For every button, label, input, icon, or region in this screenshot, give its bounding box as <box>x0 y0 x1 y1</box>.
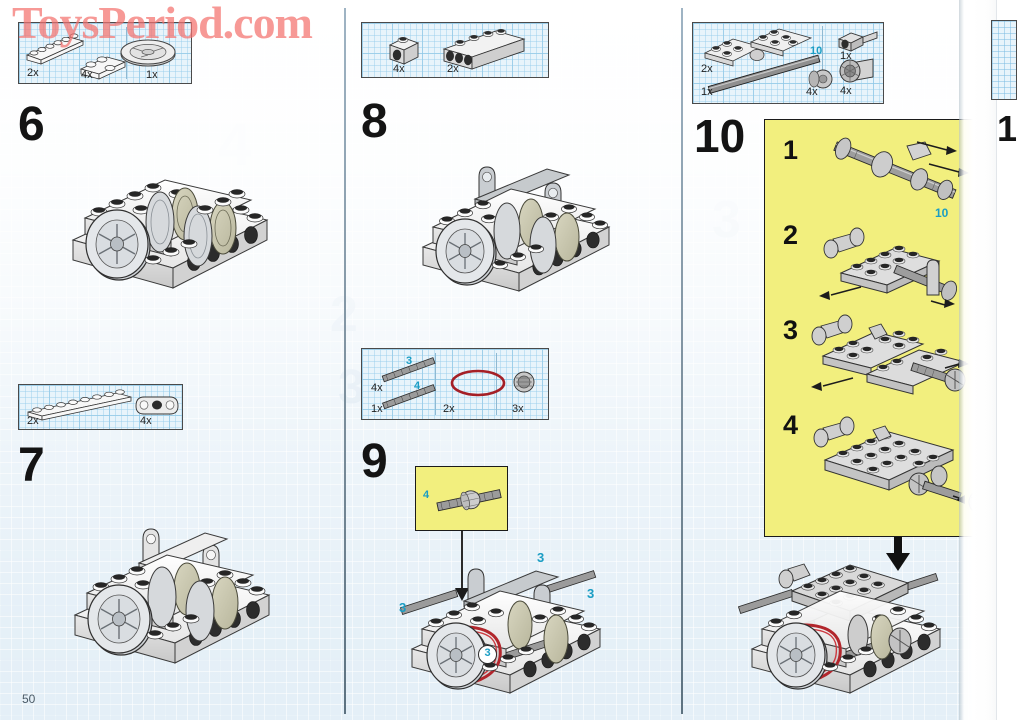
next-page-parts-bin <box>991 20 1017 100</box>
sub-step-number-2: 2 <box>783 220 799 250</box>
lego-rubber-band <box>450 369 506 397</box>
lego-technic-brick-1x4 <box>442 29 526 70</box>
part-qty: 1x <box>840 50 852 62</box>
part-length-label: 4 <box>414 380 421 392</box>
parts-bin-step-6: 2x 4x 1x <box>18 22 192 84</box>
part-qty: 4x <box>806 86 818 98</box>
assembly-figure-step-6 <box>55 148 295 293</box>
column-divider-right <box>681 8 683 714</box>
sub-assembly-figure-2 <box>819 227 958 308</box>
part-length-label: 10 <box>810 45 823 57</box>
step-number-7: 7 <box>18 439 45 492</box>
step-number-6: 6 <box>18 98 45 151</box>
assembly-figure-step-9 <box>390 545 625 705</box>
assembly-arrow-line-step-9 <box>461 531 463 593</box>
parts-bin-step-9: 3 4 4x 1x 2x 3x <box>361 348 549 420</box>
page-number: 50 <box>22 692 36 706</box>
part-qty: 3x <box>512 403 524 415</box>
lego-axle-3 <box>381 357 436 410</box>
part-qty: 4x <box>81 69 93 81</box>
sub-assembly-figure-1 <box>833 137 969 200</box>
assembly-figure-step-10 <box>730 545 965 705</box>
next-page-preview: 1 <box>991 0 1021 720</box>
sub-step-number-3: 3 <box>783 315 799 345</box>
lego-liftarm-1x3 <box>135 396 179 415</box>
lego-axle-10 <box>707 54 821 94</box>
assembly-figure-step-7 <box>55 505 300 675</box>
assembly-arrow-line-step-10 <box>894 537 902 557</box>
lego-wheel-hub <box>839 58 874 83</box>
lego-connector-peg <box>837 31 878 52</box>
lego-plate-2x4 <box>703 28 813 67</box>
step-number-8: 8 <box>361 95 388 148</box>
next-page-step-number: 1 <box>996 108 1017 149</box>
sub-assembly-panel-step-10: 1 2 3 4 10 <box>764 119 990 537</box>
lego-bushing <box>808 69 833 89</box>
assembly-figure-step-8 <box>405 145 630 305</box>
sub-step-number-4: 4 <box>783 410 799 440</box>
parts-bin-step-10: 10 2x 1x 4x 1x 4x <box>692 22 884 104</box>
part-qty: 1x <box>371 403 383 415</box>
sub-assembly-figure-4 <box>813 416 990 514</box>
part-qty: 4x <box>371 382 383 394</box>
sub-step-number-1: 1 <box>783 135 799 165</box>
lego-axle-with-bushing <box>436 489 502 512</box>
callout-badge-axle: 3 <box>478 645 497 664</box>
part-qty: 4x <box>140 415 152 427</box>
part-qty: 2x <box>443 403 455 415</box>
parts-bin-step-7: 2x 4x <box>18 384 183 430</box>
sub-step-axle-label: 10 <box>935 206 949 220</box>
step-number-10: 10 <box>694 110 746 162</box>
part-qty: 4x <box>393 63 405 75</box>
part-qty: 1x <box>701 86 713 98</box>
step-number-9: 9 <box>361 435 388 488</box>
inset-part-label: 4 <box>423 489 430 501</box>
lego-bushing <box>513 371 535 393</box>
column-divider-left <box>344 8 346 714</box>
callout-axle-label: 3 <box>587 586 595 601</box>
parts-bin-step-8: 4x 2x <box>361 22 549 78</box>
part-qty: 2x <box>27 415 39 427</box>
part-qty: 2x <box>27 67 39 79</box>
part-qty: 4x <box>840 85 852 97</box>
lego-plate-1x8 <box>27 389 132 421</box>
part-qty: 2x <box>701 63 713 75</box>
lego-plate-1x6 <box>25 33 85 65</box>
part-qty: 1x <box>146 69 158 81</box>
lego-pulley-wheel <box>120 39 176 67</box>
site-watermark: ToysPeriod.com <box>12 0 313 48</box>
lego-brick-1x1-hole <box>388 37 420 65</box>
inset-detail-step-9: 4 <box>415 466 508 531</box>
part-length-label: 3 <box>406 355 413 367</box>
callout-axle-label: 3 <box>399 600 407 615</box>
assembly-arrow-head-step-10 <box>886 553 910 571</box>
lego-plate-1x2 <box>79 56 127 80</box>
part-qty: 2x <box>447 63 459 75</box>
callout-axle-label: 3 <box>537 550 545 565</box>
assembly-arrow-head-step-9 <box>455 588 469 601</box>
